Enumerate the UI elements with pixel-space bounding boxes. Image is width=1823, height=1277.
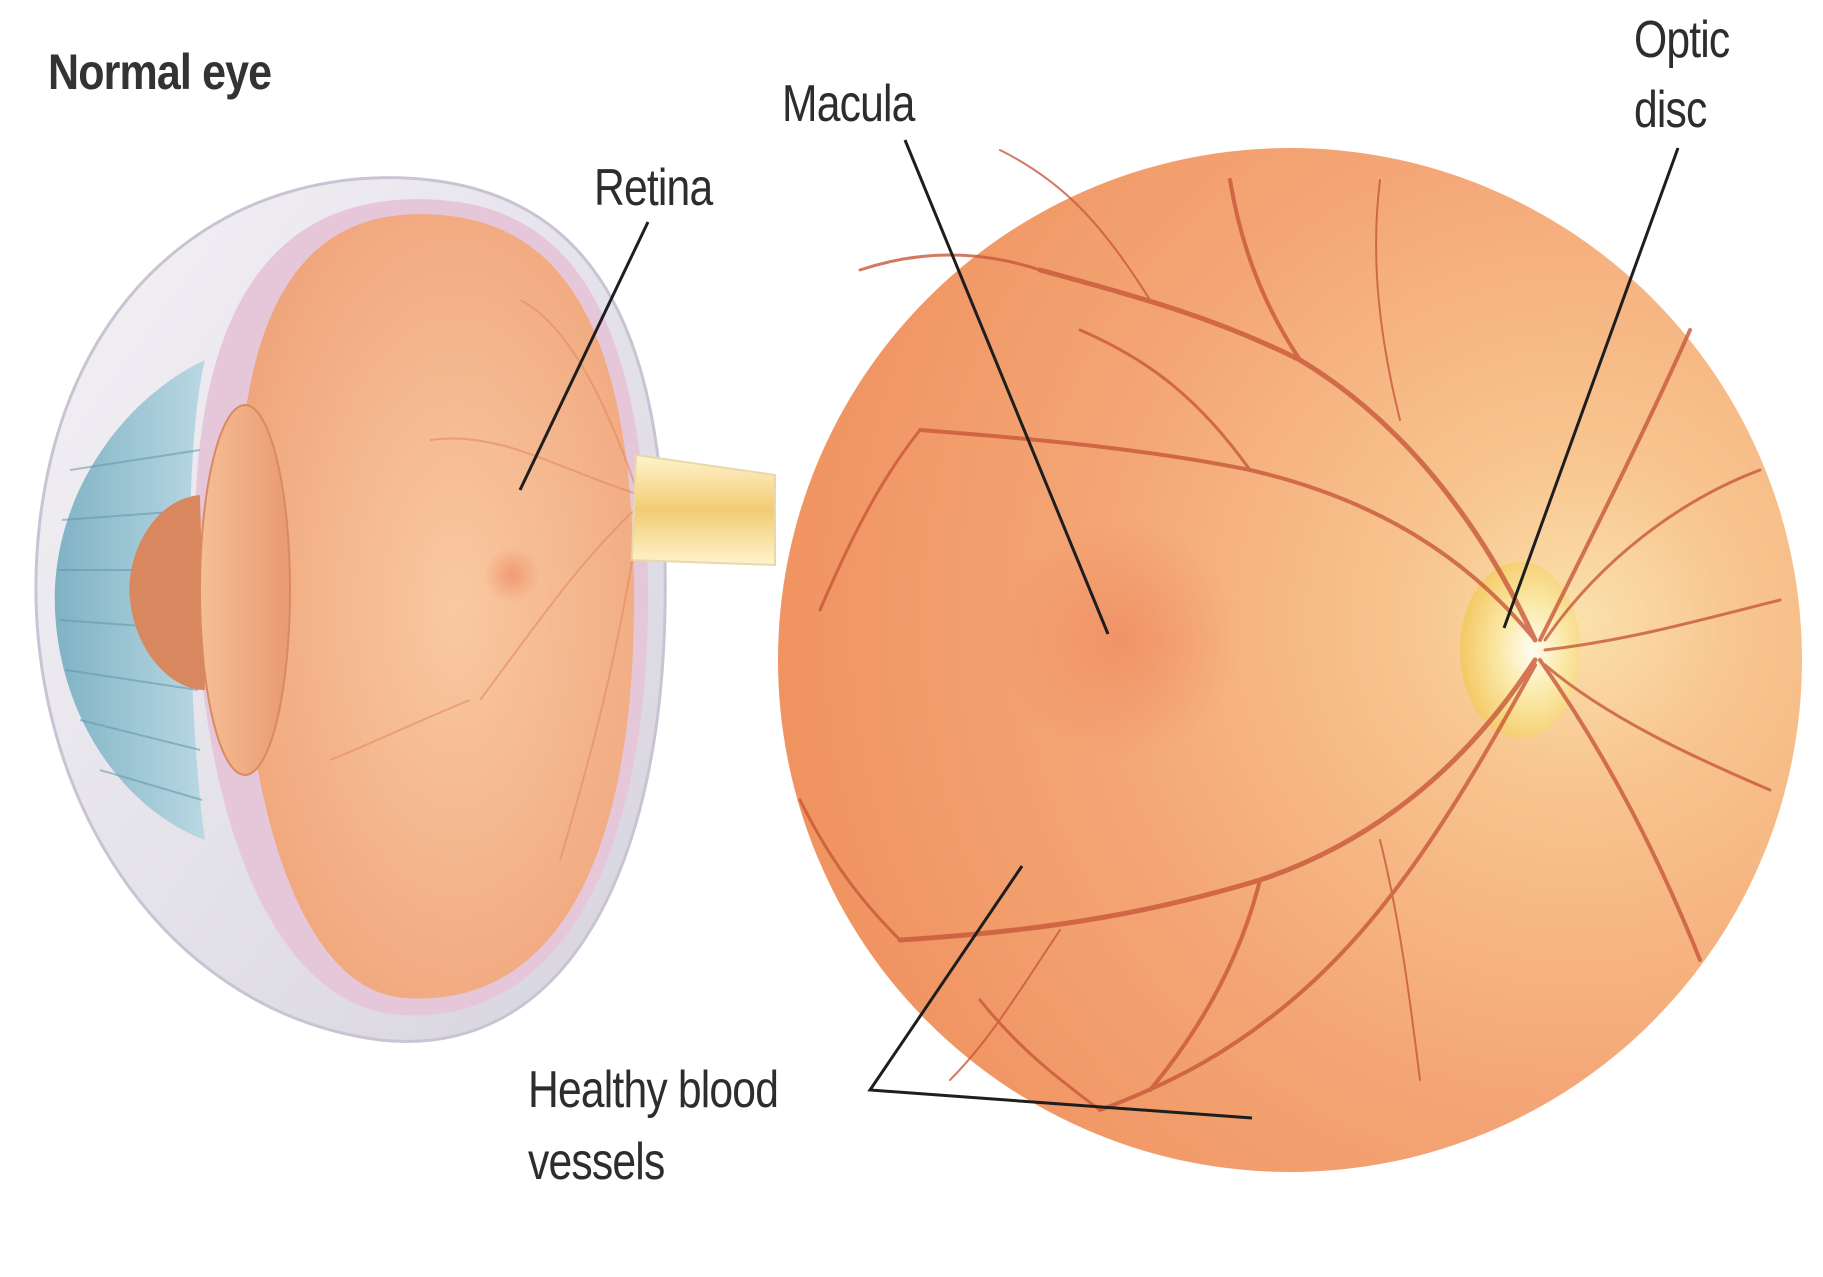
- fundus: [778, 148, 1802, 1172]
- retina-label: Retina: [594, 160, 712, 216]
- vessels-label-line2: vessels: [528, 1134, 664, 1190]
- optic-disc: [1460, 562, 1580, 738]
- macula-label: Macula: [782, 76, 915, 132]
- eyeball-cross-section: [36, 178, 775, 1042]
- retina-interior: [238, 214, 634, 998]
- lens: [200, 405, 290, 775]
- vessels-label-line1: Healthy blood: [528, 1062, 778, 1118]
- fundus-view: [778, 148, 1802, 1172]
- macula-spot: [1000, 520, 1240, 760]
- optic-nerve: [632, 455, 775, 565]
- optic-disc-label-line2: disc: [1634, 82, 1707, 138]
- diagram-title: Normal eye: [48, 44, 271, 100]
- optic-disc-label-line1: Optic: [1634, 12, 1729, 68]
- retina-macula-spot: [484, 547, 540, 603]
